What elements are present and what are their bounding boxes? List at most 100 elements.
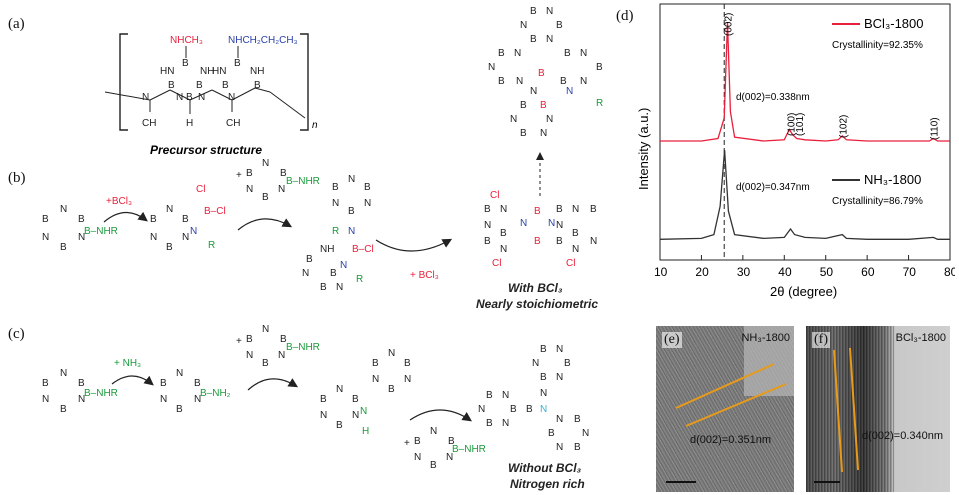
svg-text:+: + [404,438,410,449]
svg-text:B: B [540,100,547,111]
svg-text:H: H [186,118,193,129]
svg-text:N: N [520,20,527,31]
svg-text:B: B [320,282,327,293]
svg-text:B: B [556,204,563,215]
svg-text:N: N [278,350,285,361]
tem-title-nh3: NH₃-1800 [741,332,790,344]
svg-text:N: N [580,48,587,59]
svg-text:B: B [336,420,343,431]
svg-text:N: N [546,34,553,45]
svg-text:N: N [372,374,379,385]
svg-text:Cl: Cl [566,258,575,269]
svg-text:B: B [234,58,241,69]
svg-text:N: N [336,282,343,293]
x-tick-label: 70 [903,265,917,279]
svg-text:N: N [540,388,547,399]
svg-text:N: N [364,198,371,209]
x-tick-label: 60 [861,265,875,279]
svg-text:B: B [414,436,421,447]
x-tick-label: 40 [778,265,792,279]
svg-text:N: N [520,218,527,229]
svg-text:NH: NH [250,66,264,77]
panel-label-c: (c) [8,326,25,342]
svg-text:R: R [596,98,603,109]
svg-text:N: N [262,158,269,169]
x-tick-label: 10 [654,265,668,279]
b-cl-1: B–Cl [204,206,226,217]
svg-text:B: B [182,214,189,225]
svg-text:N: N [78,232,85,243]
r-2: R [356,274,363,285]
svg-text:N: N [340,260,347,271]
c-b-nhr-1: B–NHR [84,388,118,399]
svg-text:B: B [530,34,537,45]
svg-text:B: B [430,460,437,471]
nitrogen-rich-caption: Nitrogen rich [510,477,585,491]
svg-text:B: B [560,76,567,87]
svg-text:B: B [352,394,359,405]
reagent-nh3: + NH₃ [114,358,141,369]
svg-text:B: B [564,48,571,59]
svg-text:B: B [364,182,371,193]
panel-label-b: (b) [8,170,26,186]
svg-text:B: B [150,214,157,225]
svg-text:N: N [176,92,183,103]
svg-text:N: N [414,452,421,463]
tem-d-label-bcl3: d(002)=0.340nm [862,430,944,442]
svg-text:+: + [236,170,242,181]
svg-text:B: B [306,254,313,265]
svg-text:N: N [360,406,367,417]
peak-label: (002) [724,13,735,36]
b-nhr-2: B–NHR [286,176,320,187]
svg-text:N: N [60,204,67,215]
svg-text:B: B [372,358,379,369]
svg-text:B: B [590,204,597,215]
panel-label-a: (a) [8,16,25,32]
svg-text:B: B [254,80,261,91]
svg-text:N: N [352,410,359,421]
svg-text:B: B [262,358,269,369]
svg-text:N: N [556,442,563,453]
svg-text:B: B [196,80,203,91]
svg-text:B: B [388,384,395,395]
svg-text:B: B [572,228,579,239]
svg-text:B: B [280,168,287,179]
svg-text:N: N [510,114,517,125]
svg-text:N: N [150,232,157,243]
y-axis-label: Intensity (a.u.) [636,108,651,190]
svg-text:N: N [590,236,597,247]
svg-text:B: B [534,206,541,217]
h-label: H [362,426,369,437]
panel-label-e: (e) [662,332,682,348]
svg-text:N: N [582,428,589,439]
svg-text:N: N [548,218,555,229]
peak-label: (110) [929,117,940,140]
svg-text:B: B [404,358,411,369]
svg-text:B: B [186,92,193,103]
reagent-bcl3-1: +BCl₃ [106,196,132,207]
svg-text:B: B [42,214,49,225]
svg-text:B: B [500,228,507,239]
svg-text:B: B [534,236,541,247]
svg-text:B: B [596,62,603,73]
svg-text:B: B [538,68,545,79]
svg-text:N: N [572,244,579,255]
svg-text:B: B [556,20,563,31]
series-nh3-1800 [659,149,950,240]
plot-frame [659,3,951,261]
svg-text:N: N [190,226,197,237]
svg-text:B: B [486,390,493,401]
peak-label: (102) [838,115,849,138]
svg-text:B: B [332,182,339,193]
svg-text:N: N [278,184,285,195]
svg-text:N: N [320,410,327,421]
svg-text:CH: CH [142,118,156,129]
svg-text:NH: NH [320,244,334,255]
svg-text:B: B [60,242,67,253]
svg-text:B: B [348,206,355,217]
svg-text:N: N [262,324,269,335]
svg-text:N: N [546,6,553,17]
svg-text:N: N [478,404,485,415]
svg-text:N: N [502,390,509,401]
